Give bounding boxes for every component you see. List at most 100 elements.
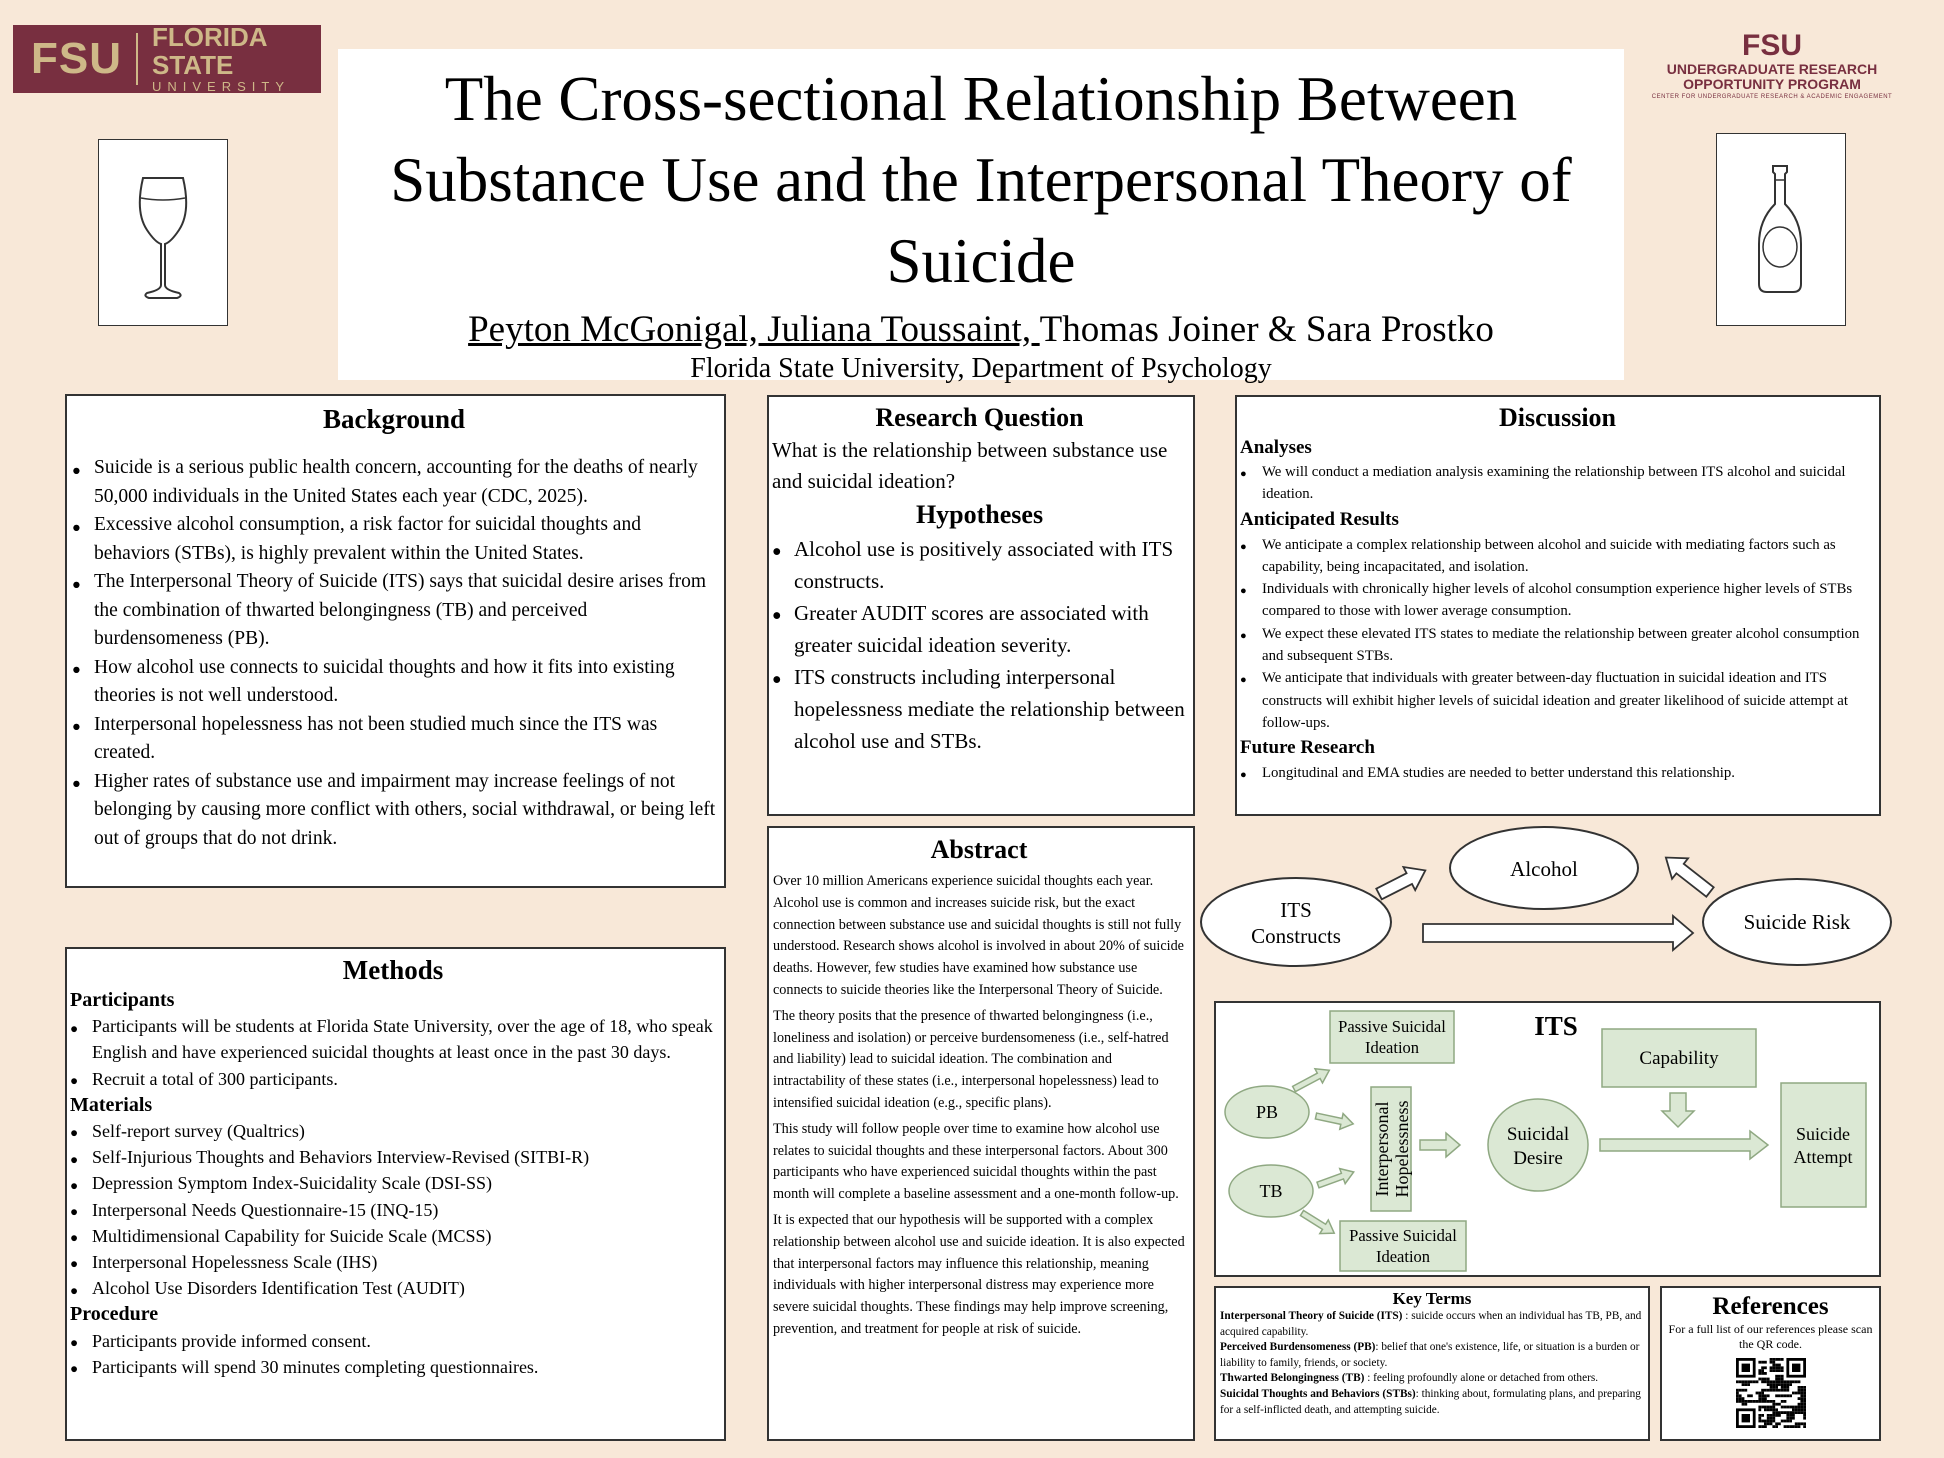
desire-line1: Suicidal (1507, 1124, 1569, 1145)
list-item: Greater AUDIT scores are associated with… (772, 597, 1187, 661)
abstract-paragraph: The theory posits that the presence of t… (773, 1007, 1169, 1111)
poster-title: The Cross-sectional Relationship Between… (390, 64, 1572, 296)
list-item: Suicide is a serious public health conce… (72, 454, 716, 511)
arrow-capability-down (1660, 1092, 1696, 1129)
list-item: Self-Injurious Thoughts and Behaviors In… (70, 1144, 716, 1173)
list-item: Recruit a total of 300 participants. (70, 1066, 716, 1094)
hypotheses-list: Alcohol use is positively associated wit… (772, 533, 1187, 757)
discussion-panel: Discussion Analyses We will conduct a me… (1235, 395, 1881, 816)
hopelessness-line2: Hopelessness (1392, 1101, 1412, 1198)
list-item: We expect these elevated ITS states to m… (1240, 623, 1875, 668)
suicidal-desire-node (1487, 1098, 1589, 1192)
desire-line2: Desire (1513, 1148, 1563, 1169)
arrow-tb-to-passive (1299, 1209, 1336, 1235)
beer-bottle-icon (1758, 165, 1802, 293)
list-item: Interpersonal hopelessness has not been … (72, 711, 716, 768)
urop-logo-line3: CENTER FOR UNDERGRADUATE RESEARCH & ACAD… (1651, 94, 1893, 100)
mediation-diagram: ITS Constructs Alcohol Suicide Risk (1200, 826, 1892, 967)
list-item: We will conduct a mediation analysis exa… (1240, 461, 1875, 506)
results-heading: Anticipated Results (1240, 508, 1399, 530)
wine-glass-icon (138, 177, 188, 299)
list-item: How alcohol use connects to suicidal tho… (72, 654, 716, 711)
list-item: Excessive alcohol consumption, a risk fa… (72, 511, 716, 568)
list-item: Alcohol use is positively associated wit… (772, 533, 1187, 597)
list-item: Interpersonal Hopelessness Scale (IHS) (70, 1249, 716, 1277)
key-terms-title: Key Terms (1392, 1289, 1472, 1308)
passive-top-line1: Passive Suicidal (1338, 1017, 1446, 1036)
alcohol-node: Alcohol (1449, 826, 1639, 910)
hopelessness-box (1370, 1086, 1412, 1212)
fsu-logo-name: FLORIDA STATE (152, 22, 267, 80)
research-question-text: What is the relationship between substan… (772, 438, 1168, 493)
key-term-def: : suicide occurs when an individual has … (1220, 1310, 1642, 1338)
arrow-hopelessness-to-desire (1419, 1131, 1462, 1159)
analyses-heading: Analyses (1240, 437, 1312, 458)
key-term-def: : belief that one's existence, life, or … (1220, 1341, 1640, 1369)
results-list: We anticipate a complex relationship bet… (1240, 534, 1875, 735)
wine-glass-icon-box (98, 139, 228, 326)
its-constructs-line2: Constructs (1251, 924, 1341, 948)
capability-label: Capability (1639, 1048, 1719, 1069)
urop-logo-line1: UNDERGRADUATE RESEARCH (1666, 61, 1878, 77)
list-item: Participants will spend 30 minutes compl… (70, 1354, 716, 1382)
key-term: Suicidal Thoughts and Behaviors (STBs): … (1220, 1387, 1644, 1418)
list-item: Individuals with chronically higher leve… (1240, 578, 1875, 623)
list-item: Alcohol Use Disorders Identification Tes… (70, 1275, 716, 1304)
list-item: Interpersonal Needs Questionnaire-15 (IN… (70, 1197, 716, 1225)
references-title: References (1712, 1293, 1829, 1320)
background-panel: Background Suicide is a serious public h… (65, 394, 726, 888)
key-term-name: Suicidal Thoughts and Behaviors (STBs) (1220, 1387, 1416, 1400)
attempt-line2: Attempt (1794, 1147, 1853, 1167)
procedure-heading: Procedure (70, 1303, 159, 1326)
hopelessness-line1: Interpersonal (1372, 1102, 1392, 1197)
key-term-def: : thinking about, formulating plans, and… (1220, 1387, 1641, 1416)
suicide-risk-label: Suicide Risk (1744, 910, 1851, 934)
its-diagram-panel: ITS Passive Suicidal Ideation PB TB Inte… (1214, 1001, 1881, 1277)
qr-code-icon[interactable] (1735, 1358, 1806, 1428)
pb-label: PB (1256, 1102, 1278, 1122)
passive-top-line2: Ideation (1365, 1038, 1419, 1057)
list-item: Participants provide informed consent. (70, 1328, 716, 1356)
hypotheses-title: Hypotheses (915, 500, 1044, 529)
list-item: The Interpersonal Theory of Suicide (ITS… (72, 568, 716, 654)
pb-node (1224, 1085, 1310, 1139)
abstract-panel: Abstract Over 10 million Americans exper… (767, 826, 1195, 1441)
references-panel: References For a full list of our refere… (1660, 1286, 1881, 1441)
urop-logo: FSU UNDERGRADUATE RESEARCH OPPORTUNITY P… (1636, 30, 1908, 105)
discussion-title: Discussion (1498, 403, 1617, 432)
urop-logo-mark: FSU (1742, 29, 1802, 62)
key-term-name: Perceived Burdensomeness (PB) (1220, 1341, 1376, 1354)
research-question-panel: Research Question What is the relationsh… (767, 395, 1195, 816)
authors: Peyton McGonigal, Juliana Toussaint, Tho… (338, 308, 1624, 351)
fsu-logo-sub: UNIVERSITY (152, 79, 291, 94)
arrow-its-to-alcohol (1375, 865, 1427, 901)
research-question-title: Research Question (875, 403, 1084, 432)
list-item: Self-report survey (Qualtrics) (70, 1118, 716, 1146)
key-terms-panel: Key Terms Interpersonal Theory of Suicid… (1214, 1286, 1650, 1441)
future-heading: Future Research (1240, 737, 1375, 759)
abstract-paragraph: It is expected that our hypothesis will … (773, 1211, 1185, 1337)
suicide-attempt-box (1780, 1082, 1867, 1208)
list-item: Higher rates of substance use and impair… (72, 768, 716, 854)
materials-heading: Materials (70, 1093, 153, 1116)
key-term: Thwarted Belongingness (TB) : feeling pr… (1220, 1371, 1644, 1387)
passive-ideation-top-box (1329, 1010, 1455, 1064)
title-box: The Cross-sectional Relationship Between… (338, 49, 1624, 384)
future-list: Longitudinal and EMA studies are needed … (1240, 762, 1875, 787)
participants-heading: Participants (70, 989, 175, 1011)
abstract-paragraph: This study will follow people over time … (773, 1120, 1179, 1203)
key-term-name: Interpersonal Theory of Suicide (ITS) (1220, 1310, 1403, 1322)
its-constructs-node: ITS Constructs (1200, 877, 1392, 967)
tb-node (1228, 1164, 1314, 1218)
passive-bottom-line2: Ideation (1376, 1247, 1430, 1266)
participants-list: Participants will be students at Florida… (70, 1013, 716, 1095)
procedure-list: Participants provide informed consent. P… (70, 1328, 716, 1383)
arrow-its-to-risk (1422, 914, 1695, 952)
arrow-desire-to-attempt (1599, 1129, 1770, 1161)
list-item: We anticipate that individuals with grea… (1240, 667, 1875, 734)
references-text: For a full list of our references please… (1668, 1322, 1873, 1351)
fsu-logo: FSU FLORIDA STATE UNIVERSITY (13, 22, 321, 94)
arrow-risk-to-alcohol (1664, 856, 1715, 898)
suicide-risk-node: Suicide Risk (1702, 878, 1892, 966)
passive-bottom-line1: Passive Suicidal (1349, 1226, 1457, 1245)
